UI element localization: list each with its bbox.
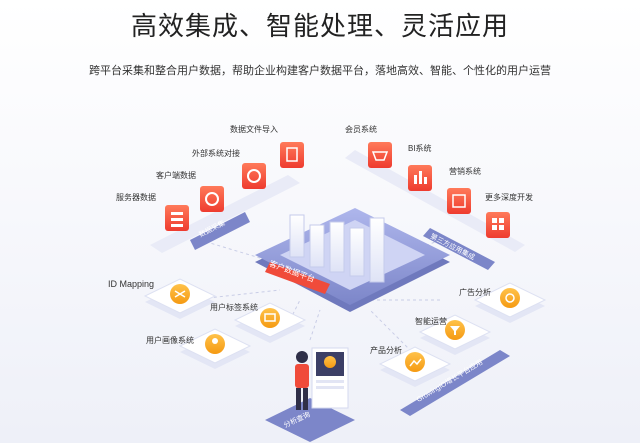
module-label-product: 产品分析	[370, 346, 402, 355]
module-ad-analysis	[473, 282, 547, 323]
module-profile-system	[178, 328, 252, 369]
module-label-smart-op: 智能运营	[415, 317, 447, 326]
analysis-terminal	[265, 347, 355, 442]
app-label-marketing: 营销系统	[449, 167, 481, 176]
module-product-analysis	[378, 346, 452, 387]
source-icon-server	[165, 205, 189, 231]
third-party-band	[345, 150, 525, 270]
module-label-ad: 广告分析	[459, 288, 491, 297]
source-label-external: 外部系统对接	[192, 149, 240, 158]
module-label-profile: 用户画像系统	[146, 336, 194, 345]
source-label-server: 服务器数据	[116, 193, 156, 202]
platform-bars	[289, 214, 385, 283]
customer-data-platform	[255, 208, 450, 312]
module-id-mapping	[143, 278, 217, 319]
module-label-tag: 用户标签系统	[210, 303, 258, 312]
source-icon-client	[200, 186, 224, 212]
growingio-band	[400, 350, 510, 416]
page-title: 高效集成、智能处理、灵活应用	[130, 11, 509, 41]
page-subtitle: 跨平台采集和整合用户数据，帮助企业构建客户数据平台，落地高效、智能、个性化的用户…	[89, 65, 551, 77]
app-icon-marketing	[447, 188, 471, 214]
source-label-file: 数据文件导入	[230, 125, 278, 134]
module-smart-operation	[418, 314, 492, 355]
module-tag-system	[233, 302, 307, 343]
source-label-client: 客户端数据	[156, 171, 196, 180]
source-icon-external	[242, 163, 266, 189]
person-illustration	[295, 351, 309, 410]
app-label-more: 更多深度开发	[485, 193, 533, 202]
app-label-member: 会员系统	[345, 125, 377, 134]
app-icon-member	[368, 142, 392, 168]
data-collection-band	[150, 175, 300, 253]
module-label-id-mapping: ID Mapping	[108, 279, 155, 289]
app-icon-bi	[408, 165, 432, 191]
source-icon-file	[280, 142, 304, 168]
app-label-bi: BI系统	[408, 144, 432, 153]
app-icon-more	[486, 212, 510, 238]
